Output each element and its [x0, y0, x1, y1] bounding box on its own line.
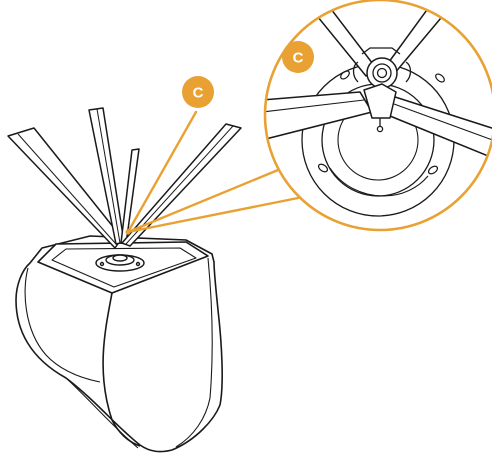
detail-slot-right	[427, 165, 439, 175]
callout-main: C	[182, 76, 214, 108]
arm-left-edge	[17, 133, 117, 245]
detail-bracket-top	[361, 47, 401, 55]
detail-hub-mid	[372, 63, 392, 83]
detail-arm-left-edge	[265, 99, 365, 113]
detail-slot-top-right	[435, 73, 445, 83]
base-left-contour	[24, 267, 101, 383]
magnifier-leaders	[126, 110, 300, 234]
hub-bolt-right	[135, 261, 141, 267]
base-bottom-line	[65, 377, 139, 449]
callout-main-badge	[182, 76, 214, 108]
detail-clip-right	[405, 61, 412, 83]
base-hub	[95, 254, 145, 272]
callout-detail-badge	[282, 41, 314, 73]
base-right-contour	[175, 257, 213, 448]
hub-center	[112, 254, 128, 262]
base-top-inner	[51, 247, 197, 288]
leader-callout	[126, 110, 198, 234]
detail-view	[263, 0, 492, 232]
detail-frame	[263, 0, 492, 232]
detail-hub-inner	[376, 67, 388, 79]
leader-upper	[126, 168, 280, 234]
detail-arm-right-edge	[393, 103, 492, 143]
callout-detail: C	[282, 41, 314, 73]
detail-clip-left	[352, 61, 359, 83]
callout-main-label: C	[193, 85, 204, 102]
hub-bolt-left	[99, 261, 105, 267]
leader-origin-dot	[125, 229, 131, 235]
detail-plate-step	[329, 167, 429, 197]
arm-center-left-edge	[96, 108, 121, 244]
detail-bolt-hole	[376, 125, 384, 133]
leader-lower	[126, 196, 300, 234]
frame-arms	[7, 107, 242, 249]
callout-detail-label: C	[293, 50, 304, 67]
detail-slot-left	[317, 163, 329, 173]
detail-slot-top-left	[340, 70, 350, 80]
base-outer-body	[15, 235, 223, 453]
detail-bracket-center	[363, 83, 397, 119]
